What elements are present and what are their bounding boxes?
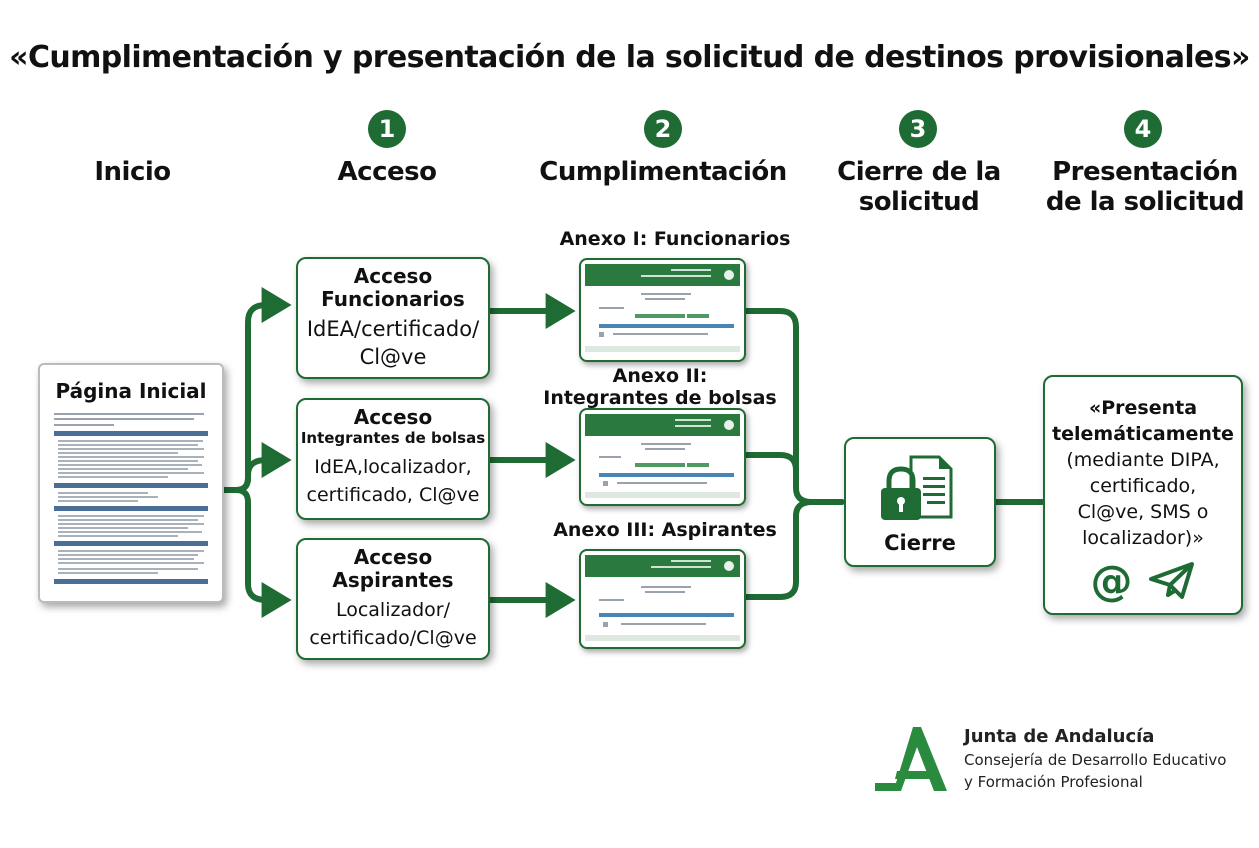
- presentacion-line2: telemáticamente: [1052, 423, 1234, 445]
- anexo-1-preview-graphic: [585, 264, 740, 352]
- presentacion-line4: certificado,: [1089, 475, 1197, 497]
- column-presentacion: Presentación de la solicitud: [1040, 157, 1250, 217]
- presentacion-line6: localizador)»: [1082, 527, 1204, 549]
- anexo-2-preview-graphic: [585, 414, 740, 498]
- column-presentacion-line2: de la solicitud: [1045, 187, 1245, 217]
- paper-plane-icon: [1148, 562, 1194, 599]
- junta-andalucia-logo-icon: [875, 727, 947, 791]
- pagina-inicial-title: Página Inicial: [55, 379, 207, 403]
- logo-text: Junta de Andalucía Consejería de Desarro…: [964, 725, 1254, 793]
- column-acceso: Acceso: [337, 157, 437, 187]
- anexo-3-label-line1: Anexo III: Aspirantes: [553, 519, 777, 541]
- anexo-1-preview: [579, 258, 746, 362]
- step-badge-1: 1: [368, 110, 406, 148]
- acceso-aspirantes-title-line2: Aspirantes: [332, 568, 454, 592]
- column-presentacion-line1: Presentación: [1052, 157, 1238, 187]
- anexo-3-label: Anexo III: Aspirantes: [530, 519, 800, 541]
- cierre-label: Cierre: [884, 531, 956, 555]
- anexo-1-label-line1: Anexo I: Funcionarios: [559, 228, 791, 250]
- step-badge-3: 3: [899, 110, 937, 148]
- step-badge-4: 4: [1124, 110, 1162, 148]
- anexo-3-preview-graphic: [585, 555, 740, 641]
- anexo-2-label-line2: Integrantes de bolsas: [543, 387, 777, 409]
- logo-department-line2: y Formación Profesional: [964, 773, 1143, 791]
- cierre-card: Cierre: [844, 437, 996, 567]
- pagina-inicial-preview: [54, 413, 208, 584]
- acceso-bolsas-methods-line1: IdEA,localizador,: [314, 456, 472, 478]
- presentacion-card: «Presenta telemáticamente (mediante DIPA…: [1043, 375, 1243, 615]
- column-cierre: Cierre de la solicitud: [830, 157, 1008, 217]
- acceso-funcionarios-methods-line2: Cl@ve: [359, 345, 427, 369]
- column-inicio: Inicio: [94, 157, 171, 187]
- lock-document-icon: [881, 455, 953, 520]
- logo-department-line1: Consejería de Desarrollo Educativo: [964, 751, 1227, 769]
- anexo-2-label-line1: Anexo II:: [612, 365, 708, 387]
- anexo-3-preview: [579, 549, 746, 649]
- anexo-1-label: Anexo I: Funcionarios: [530, 228, 820, 250]
- acceso-bolsas-card: Acceso Integrantes de bolsas IdEA,locali…: [296, 398, 490, 520]
- acceso-funcionarios-title-line2: Funcionarios: [321, 287, 465, 311]
- presentacion-icons: @: [1045, 559, 1241, 603]
- acceso-funcionarios-title-line1: Acceso: [353, 264, 433, 288]
- step-badge-2: 2: [644, 110, 682, 148]
- acceso-aspirantes-methods-line2: certificado/Cl@ve: [309, 627, 477, 649]
- at-sign-icon: @: [1090, 556, 1133, 605]
- anexo-2-label: Anexo II: Integrantes de bolsas: [530, 365, 790, 409]
- logo-name: Junta de Andalucía: [964, 726, 1155, 747]
- acceso-aspirantes-methods-line1: Localizador/: [335, 599, 451, 621]
- acceso-bolsas-title-line1: Acceso: [353, 405, 433, 429]
- anexo-2-preview: [579, 408, 746, 506]
- acceso-bolsas-methods-line2: certificado, Cl@ve: [306, 484, 480, 506]
- acceso-bolsas-title-line2: Integrantes de bolsas: [300, 429, 486, 447]
- column-cierre-line1: Cierre de la: [837, 157, 1001, 187]
- presentacion-line5: Cl@ve, SMS o: [1077, 501, 1209, 523]
- acceso-funcionarios-card: Acceso Funcionarios IdEA/certificado/ Cl…: [296, 257, 490, 379]
- presentacion-line3: (mediante DIPA,: [1066, 449, 1220, 471]
- acceso-aspirantes-card: Acceso Aspirantes Localizador/ certifica…: [296, 538, 490, 660]
- acceso-aspirantes-title-line1: Acceso: [353, 545, 433, 569]
- column-cumplimentacion: Cumplimentación: [539, 157, 787, 187]
- presentacion-line1: «Presenta: [1088, 397, 1198, 419]
- column-cierre-line2: solicitud: [858, 187, 980, 217]
- acceso-funcionarios-methods-line1: IdEA/certificado/: [306, 317, 480, 341]
- diagram-title: «Cumplimentación y presentación de la so…: [9, 40, 1250, 75]
- pagina-inicial-card: Página Inicial: [38, 363, 224, 603]
